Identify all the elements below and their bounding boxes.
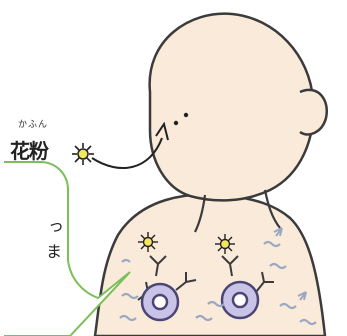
mast-cell	[142, 284, 178, 320]
nostril-right	[184, 113, 188, 117]
bubble-text-line-2: ま	[46, 238, 62, 262]
nostril-left	[174, 121, 178, 125]
pollen-grain-icon	[138, 232, 158, 252]
bubble-text-line-1: っ	[48, 212, 64, 236]
pollen-label: 花粉	[10, 135, 48, 164]
mast-cell	[222, 282, 258, 318]
ear	[300, 90, 327, 135]
torso	[95, 194, 325, 336]
pollen-reading: かふん	[18, 117, 48, 130]
pollen-grain-icon	[215, 234, 235, 254]
head	[150, 14, 314, 201]
pollen-grain-icon	[72, 143, 94, 165]
